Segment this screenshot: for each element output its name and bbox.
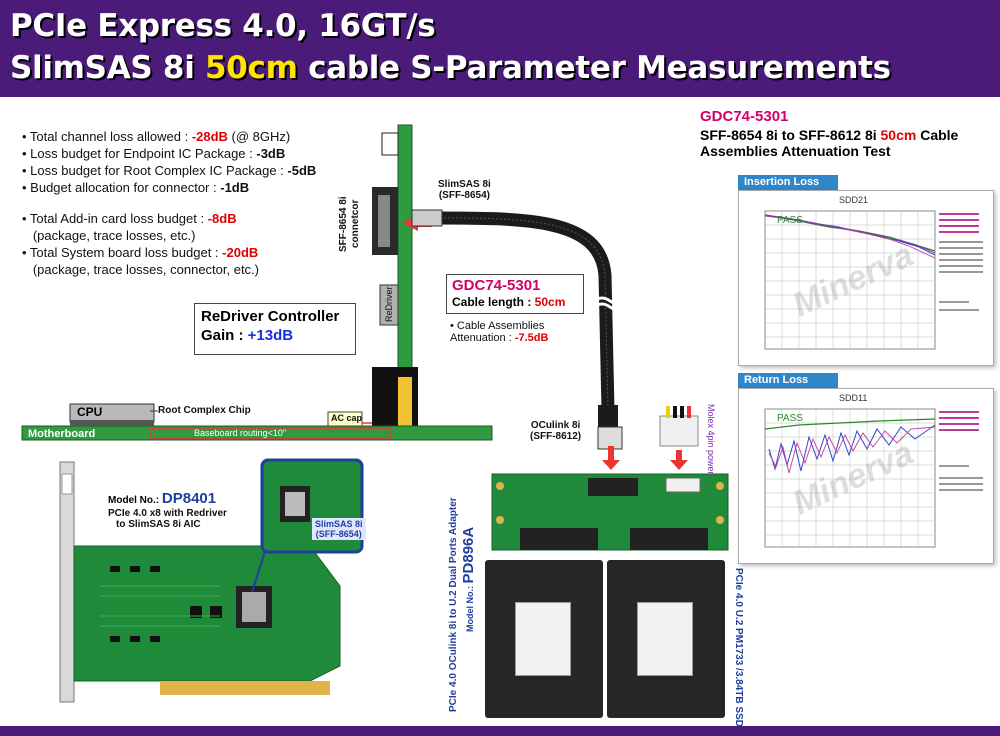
motherboard-label: Motherboard — [28, 428, 96, 440]
pcie-gold-fingers — [160, 681, 330, 695]
arrow-down-icon — [602, 446, 620, 470]
slimsas-label: SlimSAS 8i(SFF-8654) — [438, 179, 491, 201]
molex-connector — [659, 415, 699, 447]
test-heading: GDC74-5301 SFF-8654 8i to SFF-8612 8i 50… — [700, 108, 959, 159]
motherboard-pcb — [21, 425, 493, 441]
ssd-2 — [607, 560, 725, 718]
arrow-down-icon — [670, 450, 688, 470]
ssd-desc: PCIe 4.0 U.2 PM1733 /3.84TB SSD — [733, 568, 744, 727]
oculink-port — [588, 478, 638, 496]
redriver-chip — [379, 284, 399, 326]
insertion-loss-plot: SDD21 PASS Minerva — [738, 190, 994, 366]
connector-label: SFF-8654 8i — [338, 196, 349, 252]
title-line-1: PCIe Express 4.0, 16GT/s — [10, 8, 436, 44]
pd896a-desc: PCIe 4.0 OCulink 8i to U.2 Dual Ports Ad… — [448, 497, 459, 712]
oculink-label: OCulink 8i(SFF-8612) — [530, 420, 582, 442]
redriver-box: ReDriver Controller Gain : +13dB — [194, 303, 356, 355]
ssd-1 — [485, 560, 603, 718]
list-item: • Total channel loss allowed : -28dB (@ … — [22, 129, 291, 144]
list-item: • Total System board loss budget : -20dB — [22, 245, 259, 260]
loss-budget-list: • Total channel loss allowed : -28dB (@ … — [22, 128, 316, 196]
u2-port-2 — [630, 528, 708, 550]
return-pass-label: PASS — [777, 413, 803, 424]
return-plot-title: SDD11 — [839, 393, 868, 403]
ssd-label — [637, 602, 693, 676]
list-item: (package, trace losses, etc.) — [22, 228, 196, 243]
dp8401-model: Model No.: DP8401 — [108, 490, 217, 507]
pd896a-model: Model No.: PD896A — [460, 526, 477, 632]
dp8401-card-photo — [59, 458, 364, 703]
slimsas-plug — [411, 209, 443, 227]
pd896a-adapter-photo — [491, 406, 729, 551]
redriver-chip-label: ReDriver — [384, 286, 394, 322]
list-item: • Loss budget for Root Complex IC Packag… — [22, 163, 317, 178]
cable-spec-box: GDC74-5301 Cable length : 50cm — [446, 274, 584, 314]
header-banner: PCIe Express 4.0, 16GT/s SlimSAS 8i 50cm… — [0, 0, 1000, 97]
ac-cap-box — [327, 411, 363, 427]
list-item: (package, trace losses, connector, etc.) — [22, 262, 260, 277]
title-highlight: 50cm — [205, 50, 298, 86]
ac-cap-label: AC cap — [331, 413, 363, 423]
dp8401-callout-label: SlimSAS 8i(SFF-8654) — [312, 518, 366, 540]
gain-value: +13dB — [247, 327, 294, 344]
bracket-tab — [381, 132, 399, 156]
routing-label: Baseboard routing<10" — [194, 428, 287, 438]
u2-port-1 — [520, 528, 598, 550]
insertion-plot-title: SDD21 — [839, 195, 869, 205]
attenuation-label: • Cable Assemblies Attenuation : -7.5dB — [450, 320, 549, 344]
list-item: • Loss budget for Endpoint IC Package : … — [22, 146, 286, 161]
ssd-label — [515, 602, 571, 676]
return-loss-plot: SDD11 PASS Minerva — [738, 388, 994, 564]
insertion-pass-label: PASS — [777, 215, 803, 226]
insertion-loss-header: Insertion Loss — [738, 175, 838, 191]
addin-card-pcb — [397, 124, 413, 386]
return-loss-header: Return Loss — [738, 373, 838, 389]
board-budget-list: • Total Add-in card loss budget : -8dB (… — [22, 210, 259, 278]
baseboard-routing — [149, 427, 391, 439]
card-bracket — [59, 461, 75, 703]
root-complex-label: Root Complex Chip — [158, 405, 251, 416]
title-line-2: SlimSAS 8i 50cm cable S-Parameter Measur… — [10, 50, 891, 86]
bottom-bar — [0, 726, 1000, 736]
cpu-label: CPU — [77, 405, 103, 419]
list-item: • Budget allocation for connector : -1dB — [22, 180, 250, 195]
board-cross-section — [21, 124, 623, 450]
list-item: • Total Add-in card loss budget : -8dB — [22, 211, 237, 226]
